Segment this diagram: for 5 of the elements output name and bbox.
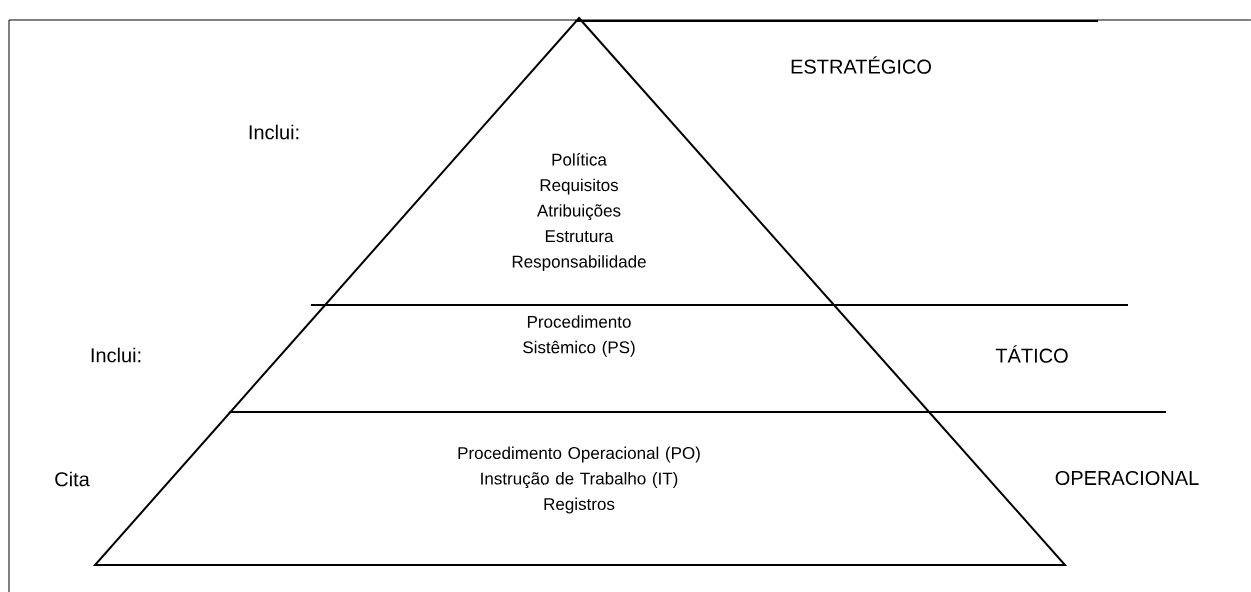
level-label: TÁTICO	[995, 345, 1068, 363]
level-label: Inclui:	[91, 347, 141, 363]
level-label: OPERACIONAL	[1055, 470, 1199, 486]
level-label: Inclui:	[249, 124, 299, 140]
level-label: ESTRATÉGICO	[791, 56, 931, 74]
